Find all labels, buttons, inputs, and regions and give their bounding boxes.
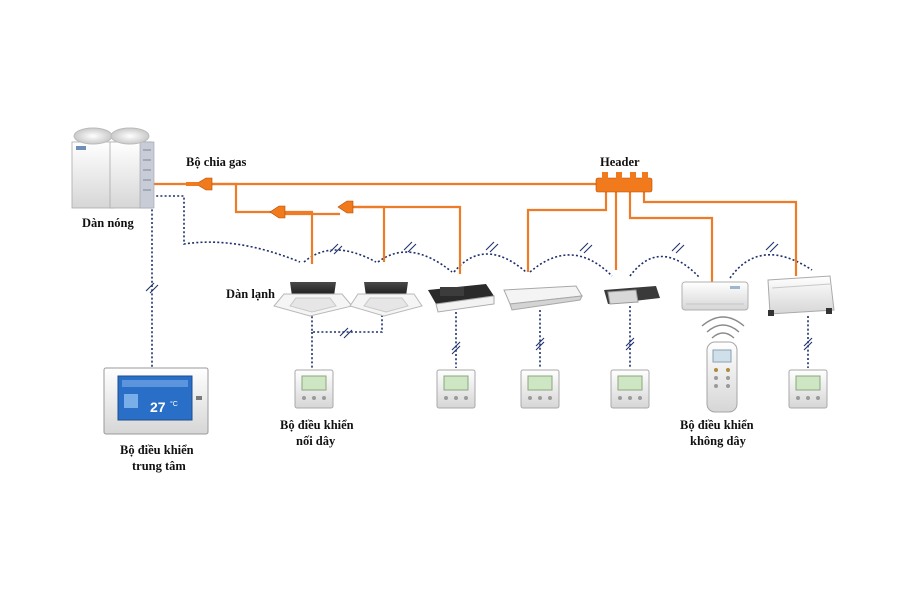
slim-duct-indoor-unit-icon bbox=[604, 286, 660, 305]
control-wiring bbox=[145, 180, 813, 372]
gas-splitter-icon bbox=[186, 177, 213, 191]
central-controller-label: trung tâm bbox=[132, 459, 186, 473]
central-controller-label: Bộ điều khiển bbox=[120, 443, 194, 457]
wired-controller-icon bbox=[520, 369, 560, 409]
wireless-remote-icon bbox=[706, 341, 738, 413]
header-icon bbox=[595, 172, 653, 193]
gas-splitter-label: Bộ chia gas bbox=[186, 155, 247, 169]
wall-mounted-unit-icon bbox=[681, 281, 749, 311]
diagram-labels: Bộ chia gas Header Dàn nóng Dàn lạnh Bộ … bbox=[82, 155, 754, 473]
wired-controller-label: Bộ điều khiển bbox=[280, 418, 354, 432]
gas-splitter-icon bbox=[269, 205, 286, 219]
wired-controller-icon bbox=[610, 369, 650, 409]
indoor-units-label: Dàn lạnh bbox=[226, 287, 275, 301]
header-label: Header bbox=[600, 155, 640, 169]
outdoor-unit-label: Dàn nóng bbox=[82, 216, 135, 230]
refrigerant-piping bbox=[152, 182, 798, 282]
gas-splitter-icon bbox=[337, 200, 354, 214]
central-controller-temperature: 27 bbox=[150, 399, 166, 415]
wired-controller-icon bbox=[436, 369, 476, 409]
cassette-indoor-unit-icon bbox=[273, 282, 353, 317]
wireless-controller-label: Bộ điều khiển bbox=[680, 418, 754, 432]
wireless-controller-label: không dây bbox=[690, 434, 747, 448]
duct-indoor-unit-icon bbox=[428, 284, 495, 313]
wired-controller-icon bbox=[294, 369, 334, 409]
cassette-indoor-unit-icon bbox=[349, 282, 423, 317]
wireless-signal-icon bbox=[701, 316, 745, 339]
wired-controller-label: nối dây bbox=[296, 434, 336, 448]
outdoor-unit-icon bbox=[71, 127, 155, 209]
floor-standing-unit-icon bbox=[767, 275, 835, 316]
wired-controller-icon bbox=[788, 369, 828, 409]
ceiling-suspended-unit-icon bbox=[503, 285, 583, 311]
central-controller-unit: °C bbox=[170, 400, 178, 408]
central-controller-icon: 27 °C bbox=[103, 367, 209, 435]
